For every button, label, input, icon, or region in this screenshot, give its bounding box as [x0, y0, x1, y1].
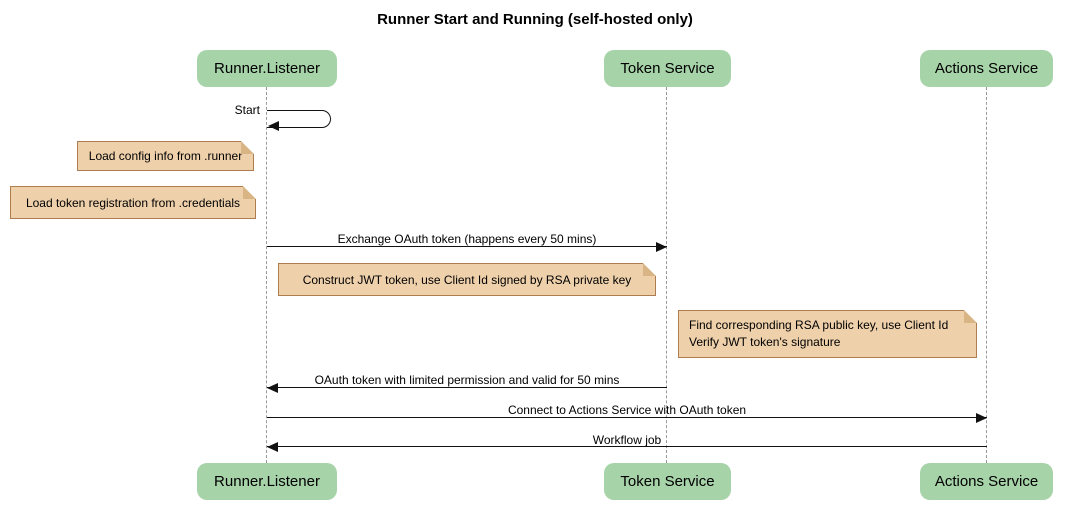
participant-runner-listener-top: Runner.Listener	[197, 50, 337, 87]
self-message-loop	[267, 110, 331, 128]
note-verify-jwt-line2: Verify JWT token's signature	[689, 335, 841, 349]
note-construct-jwt: Construct JWT token, use Client Id signe…	[278, 263, 656, 296]
lifeline-runner-listener	[266, 87, 267, 463]
message-exchange-oauth-label: Exchange OAuth token (happens every 50 m…	[337, 232, 597, 246]
arrowhead-icon	[268, 121, 279, 131]
lifeline-actions-service	[986, 87, 987, 463]
arrowhead-icon	[267, 442, 278, 452]
note-load-config: Load config info from .runner	[77, 141, 254, 171]
participant-actions-service-bottom: Actions Service	[920, 463, 1053, 500]
participant-token-service-bottom: Token Service	[604, 463, 731, 500]
participant-token-service-top: Token Service	[604, 50, 731, 87]
message-oauth-token-line	[267, 387, 667, 388]
arrowhead-icon	[656, 242, 667, 252]
participant-actions-service-top: Actions Service	[920, 50, 1053, 87]
note-load-token-registration-text: Load token registration from .credential…	[25, 195, 241, 210]
note-verify-jwt: Find corresponding RSA public key, use C…	[678, 310, 977, 358]
participant-runner-listener-bottom: Runner.Listener	[197, 463, 337, 500]
note-load-config-text: Load config info from .runner	[88, 149, 243, 163]
self-message-start-label: Start	[234, 103, 260, 117]
message-oauth-token-label: OAuth token with limited permission and …	[314, 373, 620, 387]
message-workflow-job-line	[267, 446, 987, 447]
message-connect-line	[267, 417, 987, 418]
lifeline-token-service	[666, 87, 667, 463]
note-construct-jwt-text: Construct JWT token, use Client Id signe…	[302, 272, 632, 287]
note-verify-jwt-line1: Find corresponding RSA public key, use C…	[689, 317, 949, 332]
note-load-token-registration: Load token registration from .credential…	[10, 186, 256, 219]
message-connect-label: Connect to Actions Service with OAuth to…	[507, 403, 747, 417]
message-workflow-job-label: Workflow job	[592, 433, 662, 447]
message-exchange-oauth-line	[267, 246, 667, 247]
arrowhead-icon	[976, 413, 987, 423]
diagram-title: Runner Start and Running (self-hosted on…	[377, 11, 693, 28]
arrowhead-icon	[267, 383, 278, 393]
